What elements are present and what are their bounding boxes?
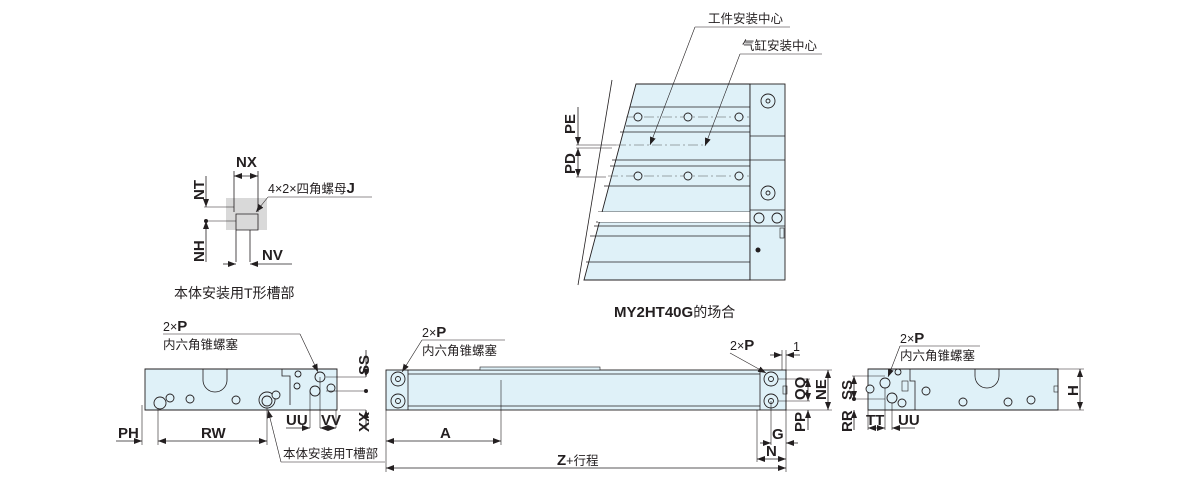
rr-label: RR (839, 410, 856, 432)
plug-label-front: 内六角锥螺塞 (422, 343, 498, 358)
plug-label-left-count: 2×P (163, 318, 187, 335)
tslot-caption: 本体安装用T形槽部 (174, 285, 295, 301)
my2ht40g-detail: 工件安装中心 气缸安装中心 PE PD MY2HT40G的场合 (562, 11, 822, 321)
my2ht40g-caption: MY2HT40G的场合 (614, 304, 735, 321)
g-label: G (772, 426, 784, 443)
tt-label: TT (866, 412, 884, 429)
uu-label-left: UU (286, 412, 308, 429)
xx-label-left: XX (356, 412, 373, 432)
ph-label: PH (118, 425, 139, 442)
cylinder-center-label: 气缸安装中心 (742, 38, 818, 53)
z-stroke-label: Z+行程 (557, 452, 599, 469)
pd-label: PD (562, 153, 579, 174)
front-view: A Z+行程 2×P 内六角锥螺塞 2×P 1 QQ NE PP G N (385, 324, 832, 472)
nx-label: NX (236, 154, 257, 171)
nt-label: NT (191, 180, 208, 200)
nv-label: NV (262, 247, 283, 264)
front-body (385, 369, 787, 411)
uu-label-right: UU (898, 412, 920, 429)
workpiece-center-label: 工件安装中心 (708, 11, 784, 26)
tslot-label-left: 本体安装用T槽部 (283, 446, 378, 461)
left-body (144, 368, 338, 411)
end-block (749, 83, 786, 281)
right-end-view: H SS RR TT UU 2×P 内六角锥螺塞 (839, 330, 1084, 432)
qq-label: QQ (792, 376, 809, 400)
pe-label: PE (562, 114, 579, 134)
ss-label-right: SS (839, 380, 856, 400)
vv-label: VV (321, 412, 341, 429)
tslot-profile (235, 213, 259, 262)
ne-label: NE (813, 379, 830, 400)
ss-label-left: SS (356, 355, 373, 375)
n-label: N (766, 443, 777, 460)
left-end-view: SS XX UU VV PH RW 2×P 内六角锥螺塞 本体安装用T槽部 (116, 318, 385, 463)
one-mm-label: 1 (793, 340, 800, 354)
h-label: H (1065, 385, 1082, 396)
nh-label: NH (191, 240, 208, 262)
plug-label-front-count: 2×P (422, 324, 446, 341)
rw-label: RW (201, 425, 227, 442)
plug-label-front-right: 2×P (730, 337, 754, 354)
a-label: A (440, 425, 451, 442)
plug-label-left: 内六角锥螺塞 (163, 337, 239, 352)
nut-label: 4×2×四角螺母J (268, 180, 355, 197)
tslot-detail: NX NT NH NV 4×2×四角螺母J 本体安装用T形槽部 (174, 154, 372, 301)
plug-label-right: 内六角锥螺塞 (900, 348, 976, 363)
bolt-holes (633, 112, 744, 181)
pp-label: PP (792, 412, 809, 432)
plug-label-right-count: 2×P (900, 330, 924, 347)
carriage-body (583, 83, 751, 281)
